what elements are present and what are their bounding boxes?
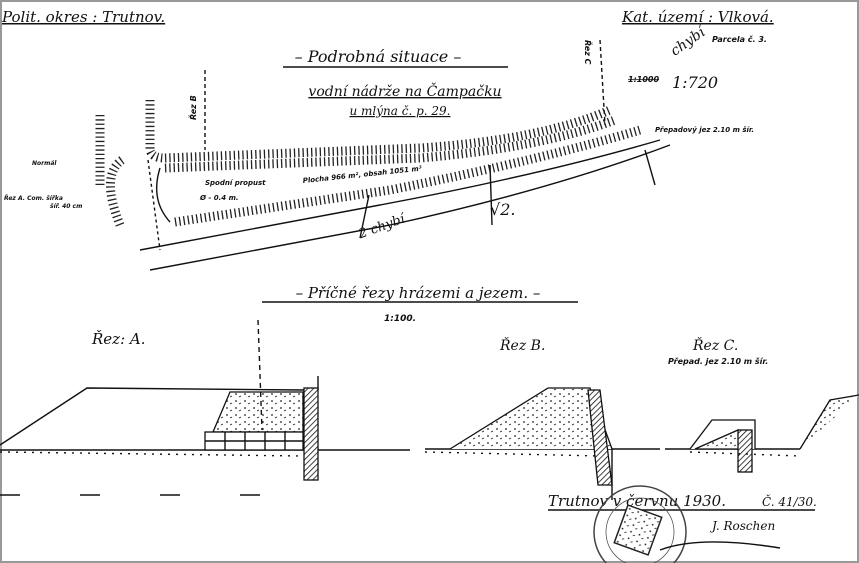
- section-c-drawing: [665, 394, 859, 473]
- sections-title: – Příčné řezy hrázemi a jezem. –: [296, 284, 541, 302]
- section-b-drawing: [424, 387, 660, 500]
- district-label: Polit. okres : Trutnov.: [1, 8, 165, 26]
- area-note: Plocha 966 m², obsah 1051 m³: [302, 165, 422, 185]
- overflow-note: Přepadový jez 2.10 m šír.: [655, 125, 754, 134]
- signature: J. Roschen: [709, 519, 775, 533]
- section-a-width: šíř. 40 cm: [50, 203, 82, 210]
- plan-subtitle-1: vodní nádrže na Čampačku: [308, 81, 501, 100]
- place-date: Trutnov v červnu 1930.: [548, 492, 726, 510]
- section-a-note: Řez A. Com. šířka: [4, 195, 63, 202]
- section-a-label: Řez: A.: [91, 330, 146, 348]
- signature-flourish: [659, 541, 781, 551]
- sections-scale: 1:100.: [384, 314, 416, 324]
- annotation-check: √2.: [490, 200, 515, 219]
- reference-number: Č. 41/30.: [762, 493, 817, 509]
- section-c-marker: Řez C: [583, 40, 593, 65]
- section-a-drawing: [0, 319, 410, 496]
- pipe-diameter: Ø - 0.4 m.: [199, 194, 239, 202]
- normal-note: Normál: [32, 160, 57, 167]
- pipe-note: Spodní propust: [205, 179, 266, 187]
- corrected-scale: 1:720: [672, 73, 718, 92]
- section-c-note: Přepad. jez 2.10 m šír.: [668, 356, 768, 366]
- struck-scale: 1:1000: [628, 75, 659, 84]
- site-plan: Řez B Řez C: [95, 39, 671, 271]
- section-b-label: Řez B.: [499, 336, 545, 354]
- section-b-marker: Řez B: [188, 95, 198, 120]
- authority-label: Kat. území : Vlková.: [621, 8, 774, 26]
- plan-title: – Podrobná situace –: [295, 47, 462, 66]
- inspector-mark: chybí: [668, 24, 710, 60]
- section-c-label: Řez C.: [692, 336, 738, 354]
- parcel-label: Parcela č. 3.: [712, 34, 767, 44]
- annotation-missing: 2 chybí: [356, 211, 409, 242]
- official-stamp: [593, 485, 687, 563]
- plan-subtitle-2: u mlýna č. p. 29.: [350, 104, 451, 118]
